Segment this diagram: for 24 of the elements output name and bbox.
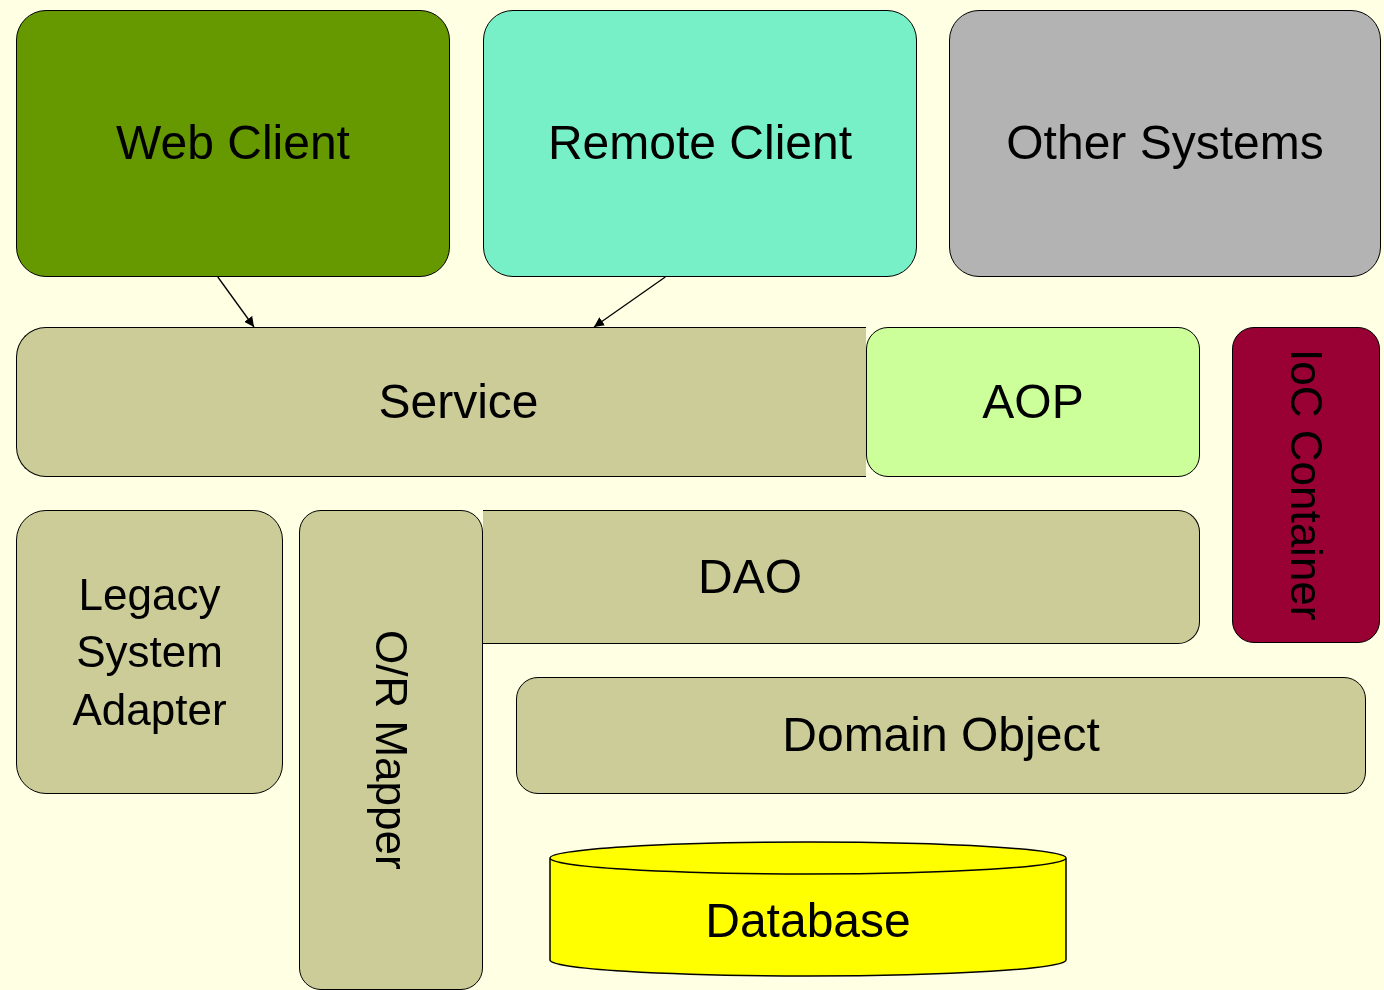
node-label: Domain Object bbox=[782, 707, 1100, 764]
node-label: Other Systems bbox=[1006, 115, 1324, 172]
node-label: Service bbox=[378, 373, 539, 430]
arrow bbox=[217, 276, 255, 328]
layer-box bbox=[866, 327, 1200, 477]
container-box bbox=[1232, 327, 1380, 643]
node-label: O/R Mapper bbox=[365, 630, 417, 870]
node-label: AOP bbox=[982, 373, 1084, 430]
client-box bbox=[16, 10, 450, 277]
layer-box bbox=[483, 510, 1200, 644]
node-label: Remote Client bbox=[547, 115, 853, 172]
node-label: DAO bbox=[698, 548, 802, 605]
adapter-box bbox=[16, 510, 283, 794]
node-label: IoC Container bbox=[1280, 349, 1332, 621]
node-label: Web Client bbox=[116, 115, 350, 172]
database-cylinder bbox=[548, 840, 1068, 978]
system-box bbox=[949, 10, 1381, 277]
arrow bbox=[593, 276, 666, 328]
layer-box bbox=[516, 677, 1366, 794]
node-label: Database bbox=[705, 892, 911, 949]
node-label: Legacy System Adapter bbox=[71, 569, 228, 736]
layer-box bbox=[16, 327, 866, 477]
client-box bbox=[483, 10, 917, 277]
mapper-box bbox=[299, 510, 483, 990]
